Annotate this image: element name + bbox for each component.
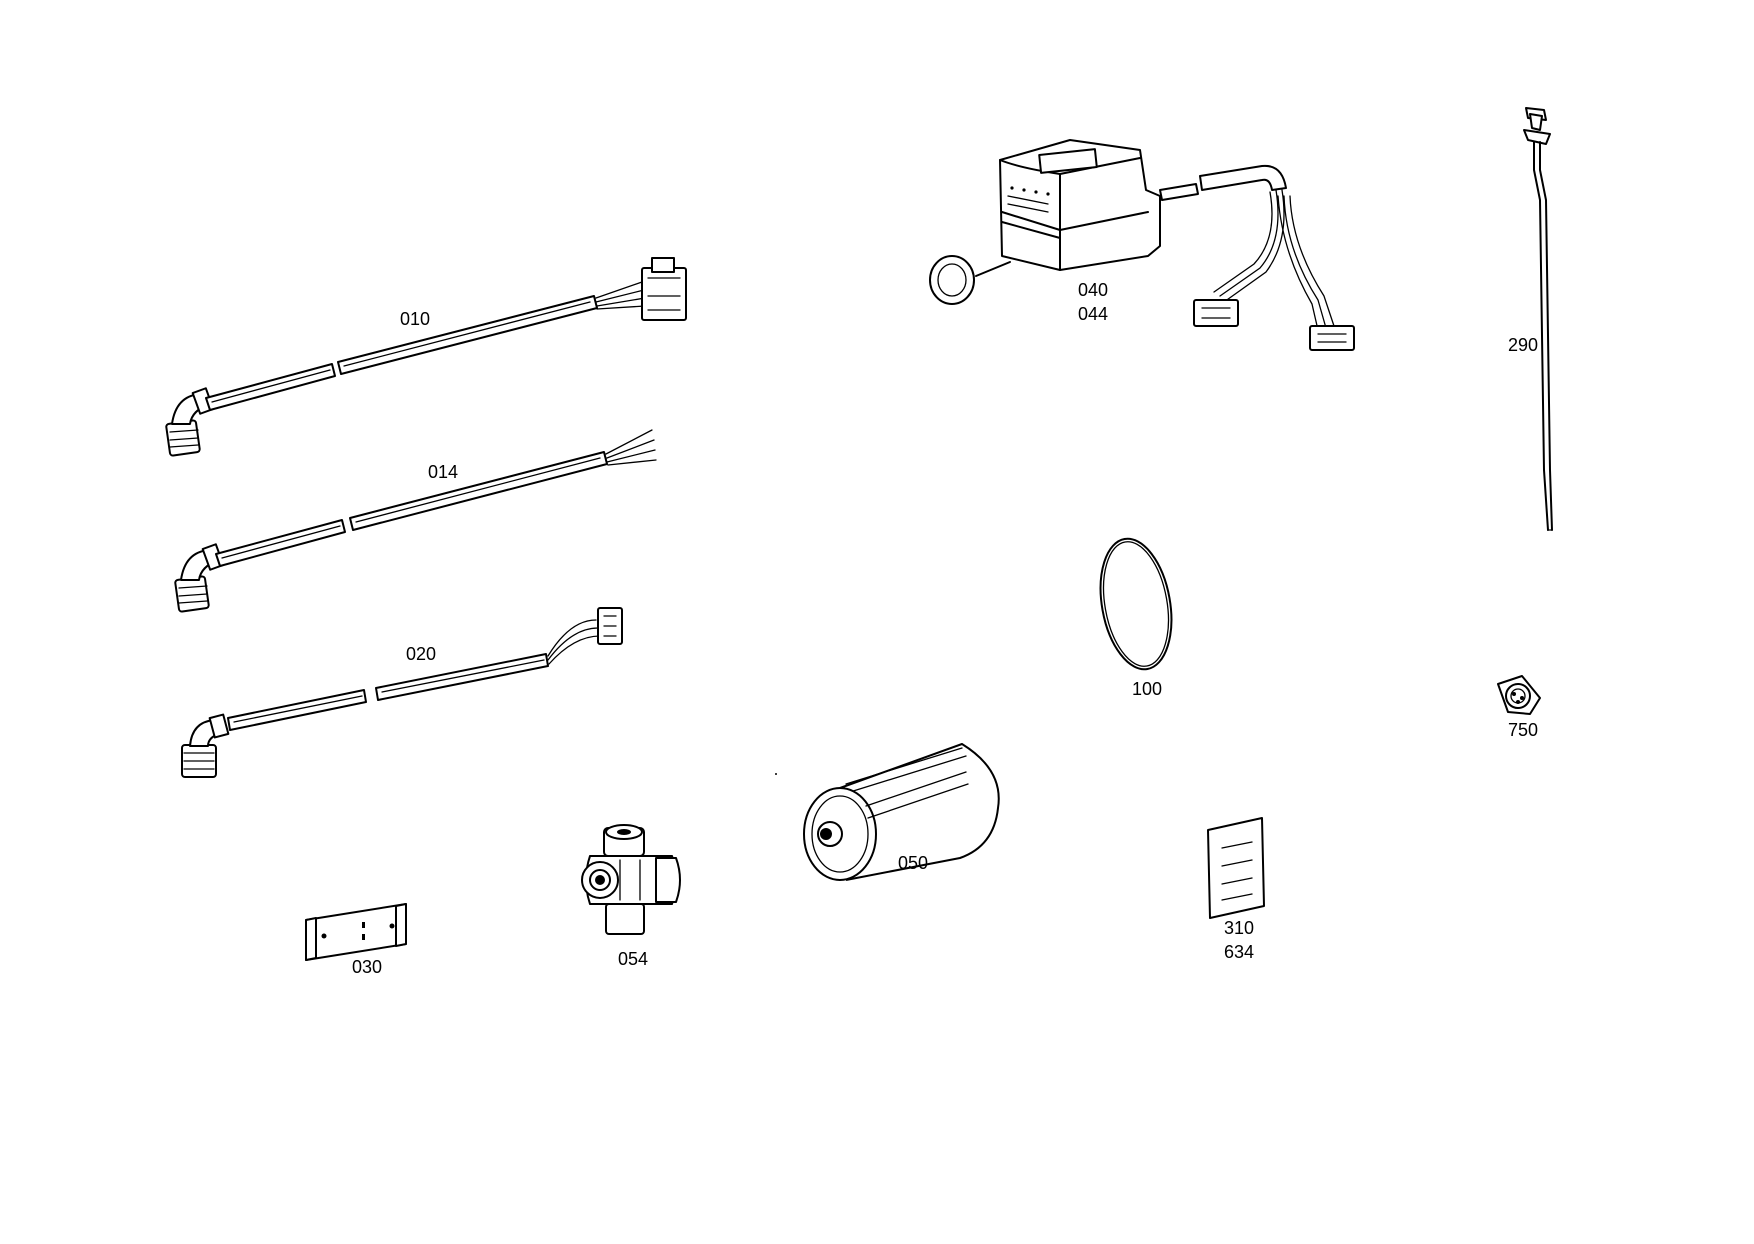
plug-750-icon <box>1497 675 1541 715</box>
label-290: 290 <box>1508 335 1538 355</box>
label-100: 100 <box>1132 679 1162 699</box>
label-054: 054 <box>618 949 648 969</box>
label-044: 044 <box>1078 304 1108 324</box>
speck-mark <box>775 773 777 775</box>
cable-010-icon <box>165 257 687 457</box>
dipstick-290-icon <box>1523 107 1553 531</box>
control-unit-040-icon <box>929 139 1355 351</box>
o-ring-100-icon <box>1099 537 1173 671</box>
label-010: 010 <box>400 309 430 329</box>
bracket-030-icon <box>305 903 407 961</box>
filter-050-icon <box>803 743 1000 881</box>
label-634: 634 <box>1224 942 1254 962</box>
cable-020-icon <box>181 607 623 778</box>
label-020: 020 <box>406 644 436 664</box>
cable-014-icon <box>174 429 657 613</box>
instruction-sheet-310-icon <box>1207 817 1265 919</box>
label-030: 030 <box>352 957 382 977</box>
valve-054-icon <box>581 824 681 935</box>
label-040: 040 <box>1078 280 1108 300</box>
label-050: 050 <box>898 853 928 873</box>
label-750: 750 <box>1508 720 1538 740</box>
label-310: 310 <box>1224 918 1254 938</box>
label-014: 014 <box>428 462 458 482</box>
